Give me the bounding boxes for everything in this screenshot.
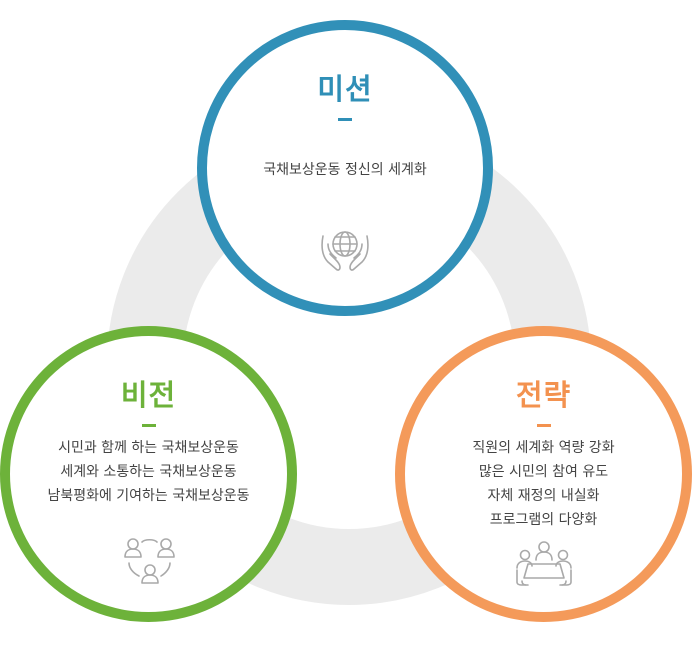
- mission-title: 미션: [317, 72, 373, 106]
- vision-description: 시민과 함께 하는 국채보상운동 세계와 소통하는 국채보상운동 남북평화에 기…: [10, 436, 287, 508]
- vision-line: 세계와 소통하는 국채보상운동: [60, 464, 237, 480]
- strategy-line: 직원의 세계화 역량 강화: [472, 440, 615, 456]
- globe-in-hands-icon: [318, 226, 372, 278]
- strategy-title: 전략: [515, 378, 572, 412]
- strategy-divider: [536, 424, 551, 427]
- strategy-line: 많은 시민의 참여 유도: [478, 464, 609, 480]
- strategy-circle: 전략 직원의 세계화 역량 강화 많은 시민의 참여 유도 자체 재정의 내실화…: [395, 326, 692, 622]
- mission-divider: [338, 118, 352, 121]
- people-network-icon: [123, 536, 177, 590]
- strategy-line: 프로그램의 다양화: [489, 512, 598, 528]
- strategy-line: 자체 재정의 내실화: [487, 488, 600, 504]
- strategy-description: 직원의 세계화 역량 강화 많은 시민의 참여 유도 자체 재정의 내실화 프로…: [405, 436, 682, 532]
- mission-line: 국채보상운동 정신의 세계화: [263, 162, 427, 178]
- vision-title: 비전: [120, 378, 177, 412]
- vision-circle: 비전 시민과 함께 하는 국채보상운동 세계와 소통하는 국채보상운동 남북평화…: [0, 326, 297, 622]
- vision-divider: [141, 424, 156, 427]
- meeting-table-icon: [514, 540, 574, 588]
- mission-description: 국채보상운동 정신의 세계화: [207, 158, 483, 182]
- vision-line: 시민과 함께 하는 국채보상운동: [58, 440, 239, 456]
- vision-line: 남북평화에 기여하는 국채보상운동: [47, 488, 250, 504]
- mission-circle: 미션 국채보상운동 정신의 세계화: [197, 20, 493, 316]
